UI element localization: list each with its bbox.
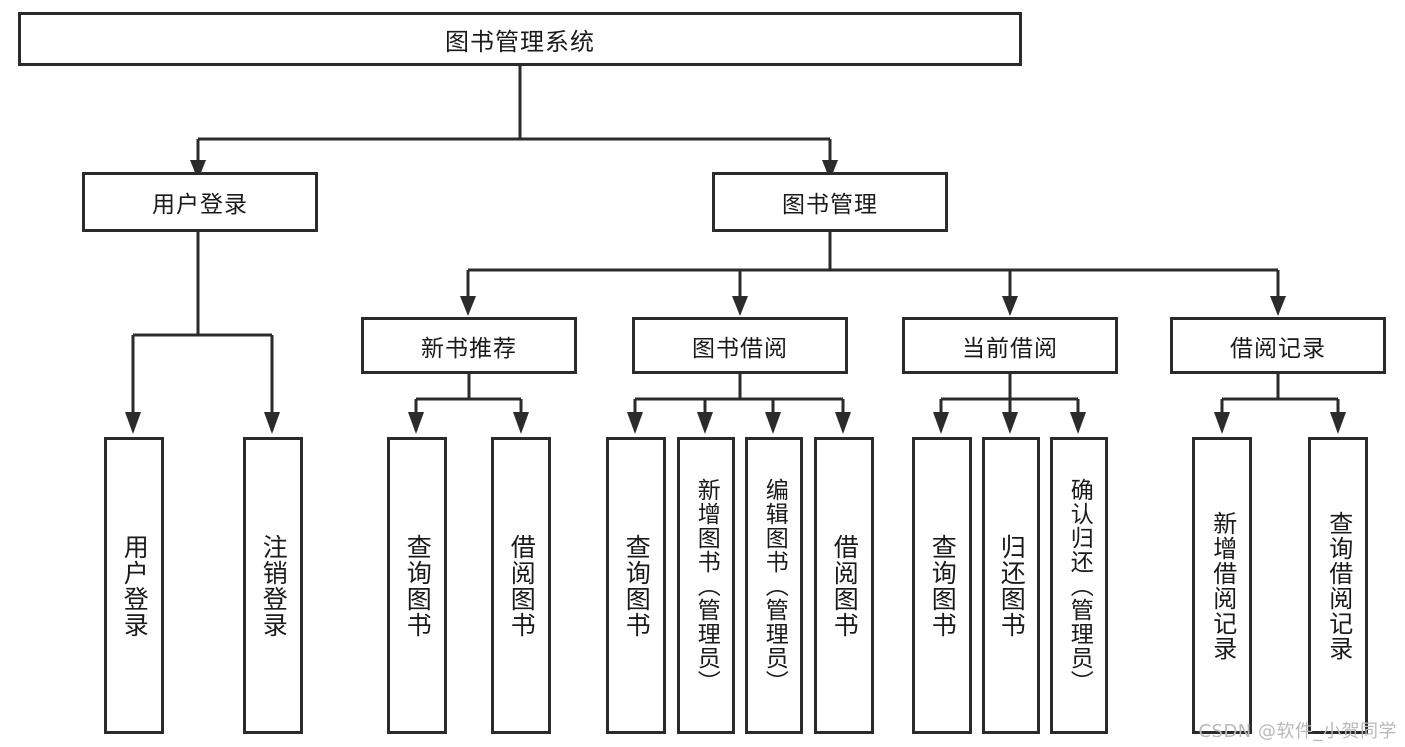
leaf-user-login-login[interactable]: 用户登录 (104, 437, 164, 734)
node-label: 新增图书（管理员） (693, 477, 720, 694)
leaf-book-borrow-borrow[interactable]: 借阅图书 (814, 437, 874, 734)
leaf-current-borrow-return[interactable]: 归还图书 (982, 437, 1040, 734)
leaf-current-borrow-confirm-admin[interactable]: 确认归还（管理员） (1050, 437, 1108, 734)
node-label: 借阅图书 (507, 533, 537, 638)
leaf-new-book-borrow[interactable]: 借阅图书 (491, 437, 551, 734)
node-label: 归还图书 (997, 533, 1027, 638)
node-label: 注销登录 (259, 533, 289, 638)
node-label: 确认归还（管理员） (1066, 477, 1093, 694)
node-label: 查询图书 (403, 533, 433, 638)
node-label: 查询借阅记录 (1324, 510, 1353, 661)
node-label: 借阅记录 (1230, 335, 1326, 362)
node-label: 编辑图书（管理员） (761, 477, 788, 694)
leaf-book-borrow-add-admin[interactable]: 新增图书（管理员） (677, 437, 735, 734)
node-label: 图书管理 (782, 192, 878, 218)
node-book-management[interactable]: 图书管理 (712, 172, 948, 232)
node-label: 新增借阅记录 (1208, 510, 1237, 661)
node-label: 图书管理系统 (445, 27, 595, 56)
node-book-borrow[interactable]: 图书借阅 (632, 317, 848, 374)
leaf-book-borrow-query[interactable]: 查询图书 (606, 437, 666, 734)
watermark-text: CSDN @软件_小贺同学 (1198, 721, 1397, 742)
node-user-login[interactable]: 用户登录 (82, 172, 318, 232)
leaf-user-login-logout[interactable]: 注销登录 (243, 437, 303, 734)
node-label: 查询图书 (622, 533, 652, 638)
leaf-borrow-records-query[interactable]: 查询借阅记录 (1308, 437, 1368, 734)
leaf-current-borrow-query[interactable]: 查询图书 (912, 437, 972, 734)
node-label: 用户登录 (120, 533, 150, 638)
leaf-new-book-query[interactable]: 查询图书 (387, 437, 447, 734)
node-label: 查询图书 (928, 533, 958, 638)
node-root-book-management-system[interactable]: 图书管理系统 (18, 12, 1022, 66)
node-label: 借阅图书 (830, 533, 860, 638)
node-label: 新书推荐 (421, 335, 517, 362)
leaf-borrow-records-add[interactable]: 新增借阅记录 (1192, 437, 1252, 734)
leaf-book-borrow-edit-admin[interactable]: 编辑图书（管理员） (745, 437, 803, 734)
node-new-book-recommend[interactable]: 新书推荐 (361, 317, 577, 374)
node-current-borrow[interactable]: 当前借阅 (902, 317, 1118, 374)
node-borrow-records[interactable]: 借阅记录 (1170, 317, 1386, 374)
node-label: 当前借阅 (962, 335, 1058, 362)
node-label: 用户登录 (152, 192, 248, 218)
node-label: 图书借阅 (692, 335, 788, 362)
